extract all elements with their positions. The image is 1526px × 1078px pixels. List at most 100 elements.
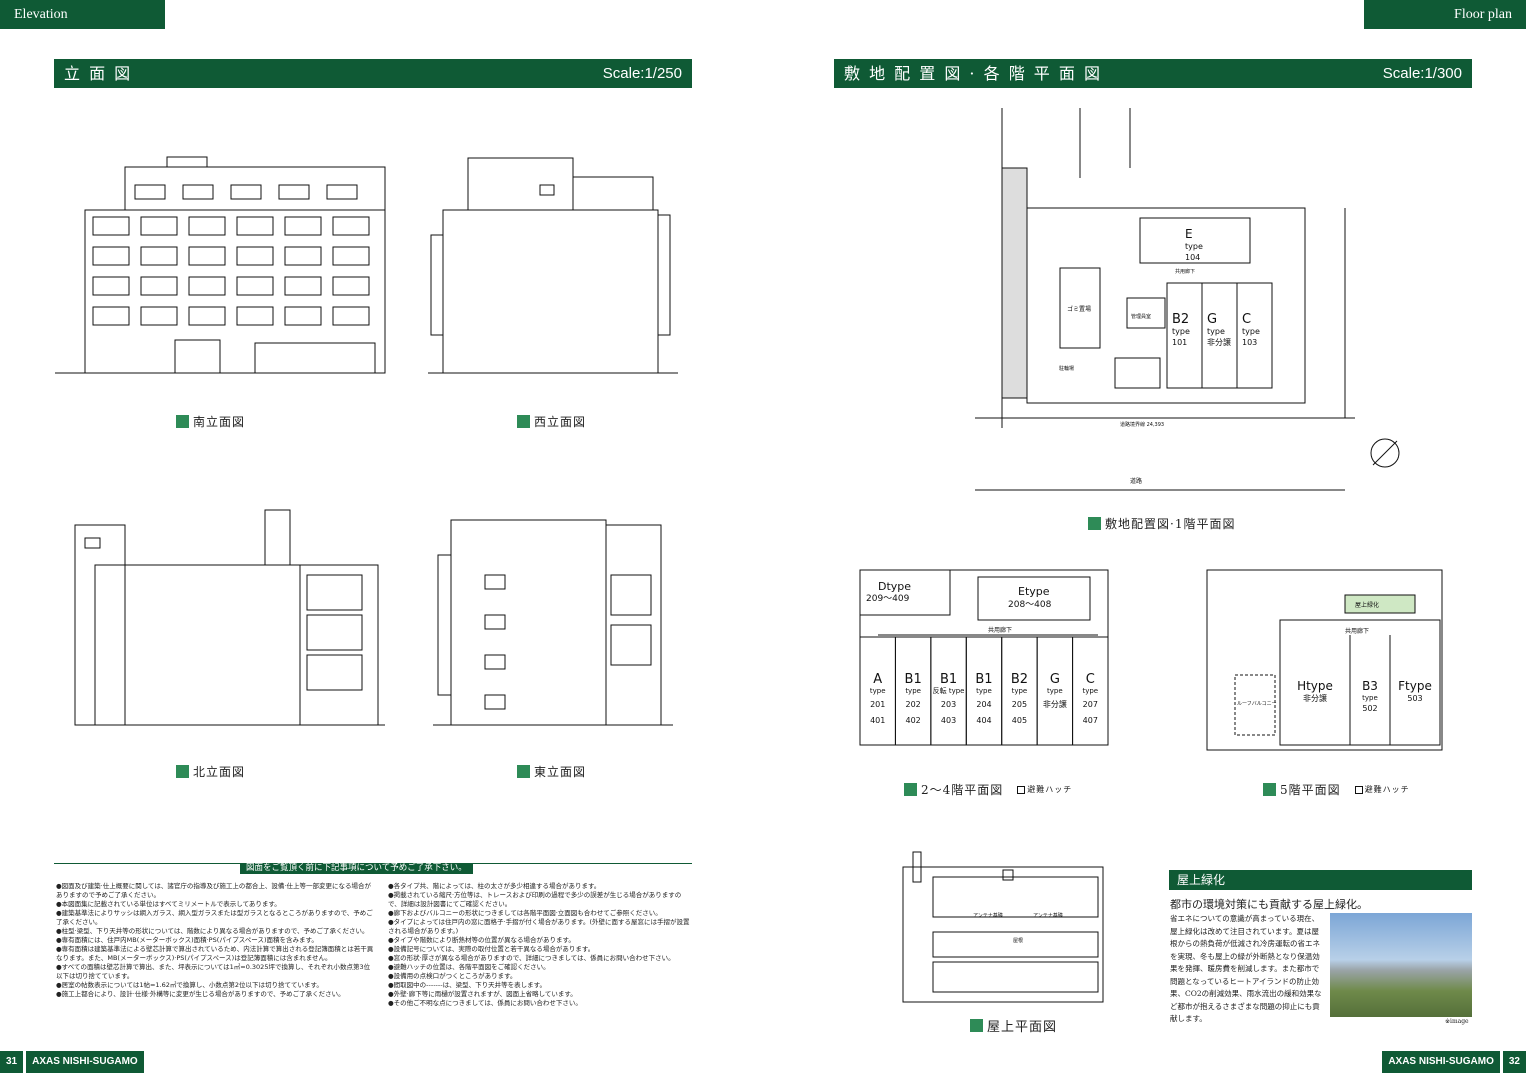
marker-icon <box>904 783 917 796</box>
note-item: ●外壁·廊下等に雨樋が設置されますが、図面上省略しています。 <box>388 990 577 998</box>
floor-plan-tab: Floor plan <box>1364 0 1526 29</box>
note-item: ●すべての面積は壁芯計算で算出、また、坪表示については1㎡=0.3025坪で換算… <box>56 963 371 980</box>
floor24-unit-type: C <box>1086 672 1095 687</box>
green-roof-image <box>1330 913 1472 1017</box>
marker-icon <box>517 415 530 428</box>
note-item: ●本図面集に記載されている単位はすべてミリメートルで表示してあります。 <box>56 900 281 908</box>
roof-antenna-1: アンテナ基礎 <box>973 912 1003 919</box>
caption-floor24: 2～4階平面図 避難ハッチ <box>904 781 1072 798</box>
site-unit-number: 非分譲 <box>1207 337 1231 347</box>
floor5-unit-number: 503 <box>1407 694 1422 703</box>
roof-label: 屋根 <box>1013 937 1023 944</box>
floor24-unit-sub: type <box>1082 687 1098 695</box>
hatch-icon <box>1017 785 1026 794</box>
hatch-legend: 避難ハッチ <box>1017 784 1072 795</box>
site-plan-drawing: 道路 道路境界線 24,393 ゴミ置場 管理員室 駐輪場 共用廊下 Etype… <box>975 108 1400 491</box>
floor24-unit-number: 205 <box>1012 700 1027 709</box>
roof-antenna-2: アンテナ基礎 <box>1033 912 1063 919</box>
floor5-roof-balcony: ルーフバルコニー <box>1237 701 1277 707</box>
floor24-unit-sub: type <box>1012 687 1028 695</box>
site-unit-sub: type <box>1185 242 1203 251</box>
note-item: ●設備記号については、実際の取付位置と若干異なる場合があります。 <box>388 945 595 953</box>
note-item: ●設備用の点検口がつくところがあります。 <box>388 972 517 980</box>
site-unit-type: E <box>1185 227 1193 241</box>
note-item: ●避難ハッチの位置は、各階平面図をご確認ください。 <box>388 963 550 971</box>
roof-plan-drawing: アンテナ基礎 アンテナ基礎 屋根 <box>902 851 1104 1003</box>
site-unit-number: 103 <box>1242 338 1257 347</box>
floor24-unit-number: 207 <box>1083 700 1098 709</box>
site-unit-type: C <box>1242 312 1251 327</box>
floor5-unit-sub: type <box>1362 694 1378 702</box>
green-roof-subheading: 都市の環境対策にも貢献する屋上緑化。 <box>1170 898 1368 911</box>
floor24-unit-type: B1 <box>905 672 922 687</box>
east-elevation-drawing <box>433 519 673 726</box>
marker-icon <box>176 765 189 778</box>
south-elevation-drawing <box>55 156 386 374</box>
note-item: ●各タイプ共、階によっては、柱の太さが多少相違する場合があります。 <box>388 882 601 890</box>
site-corridor: 共用廊下 <box>1175 268 1195 275</box>
floor24-unit-number2: 405 <box>1012 716 1027 725</box>
note-item: ●柱型·梁型、下り天井等の形状については、階数により異なる場合がありますので、予… <box>56 927 369 935</box>
site-unit-number: 104 <box>1185 253 1200 262</box>
floor24-unit-sub: type <box>870 687 886 695</box>
floor24-unit-number2: 407 <box>1083 716 1098 725</box>
floor24-unit-number2: 404 <box>976 716 991 725</box>
note-item: ●タイプや階数により断熱材等の位置が異なる場合があります。 <box>388 936 575 944</box>
green-roof-heading: 屋上緑化 <box>1169 870 1472 890</box>
note-item: ●廊下およびバルコニーの形状につきましては各階平面図·立面図も合わせてご参照くだ… <box>388 909 662 917</box>
note-item: ●タイプによっては住戸内の窓に面格子·手摺が付く場合があります。(外壁に面する屋… <box>388 918 690 935</box>
floor24-unit-number2: 401 <box>870 716 885 725</box>
floor24-unit-sub: type <box>905 687 921 695</box>
note-item: ●掲載されている縮尺·方位等は、トレースおよび印刷の過程で多少の誤差が生じる場合… <box>388 891 682 908</box>
page-number-left: 31 <box>0 1051 24 1073</box>
note-item: ●その他ご不明な点につきましては、係員にお問い合わせ下さい。 <box>388 999 582 1007</box>
floorplan-title: 敷 地 配 置 図 · 各 階 平 面 図 <box>844 64 1102 83</box>
marker-icon <box>1263 783 1276 796</box>
floor5-unit-type: Htype <box>1297 679 1333 693</box>
floor24-unit-number2: 402 <box>906 716 921 725</box>
site-unit-sub: type <box>1207 327 1225 336</box>
floor5-corridor: 共用廊下 <box>1345 627 1369 635</box>
marker-icon <box>970 1019 983 1032</box>
site-road-boundary: 道路境界線 24,393 <box>1120 421 1164 428</box>
unit-d-type: Dtype <box>878 580 911 593</box>
west-elevation-drawing <box>428 157 678 374</box>
note-item: ●建築基準法によりサッシは網入ガラス、網入型ガラスまたは型ガラスとなるところがあ… <box>56 909 373 926</box>
caption-floor5: 5階平面図 避難ハッチ <box>1263 781 1410 798</box>
site-office: 管理員室 <box>1131 313 1151 320</box>
floor24-unit-number: 非分譲 <box>1043 699 1067 709</box>
brand-name-right: AXAS NISHI-SUGAMO <box>1382 1051 1500 1073</box>
caption-south: 南立面図 <box>176 413 245 430</box>
floor24-unit-type: A <box>873 672 882 687</box>
site-unit-type: B2 <box>1172 312 1189 327</box>
floor24-corridor: 共用廊下 <box>988 626 1012 634</box>
floor5-unit-type: B3 <box>1362 679 1378 693</box>
floor5-plan-drawing: 屋上緑化 共用廊下 ルーフバルコニー Htype非分譲B3type502Ftyp… <box>1206 569 1443 751</box>
footer-left: 31 AXAS NISHI-SUGAMO <box>0 1051 144 1073</box>
caption-roof: 屋上平面図 <box>970 1016 1057 1035</box>
notes-right: ●各タイプ共、階によっては、柱の太さが多少相違する場合があります。●掲載されてい… <box>388 882 693 1008</box>
page-number-right: 32 <box>1502 1051 1526 1073</box>
marker-icon <box>1088 517 1101 530</box>
floor5-green-label: 屋上緑化 <box>1355 601 1379 609</box>
floor5-unit-number: 502 <box>1362 704 1377 713</box>
floorplan-scale: Scale:1/300 <box>1382 65 1462 82</box>
hatch-icon <box>1354 785 1363 794</box>
north-elevation-drawing <box>74 509 385 726</box>
floor24-unit-type: G <box>1050 672 1060 687</box>
green-roof-body: 省エネについての意識が高まっている現在、屋上緑化は改めて注目されています。夏は屋… <box>1170 914 1322 1023</box>
unit-e-type: Etype <box>1018 585 1050 598</box>
note-item: ●間取図中の-------は、梁型、下り天井等を表します。 <box>388 981 546 989</box>
floor5-unit-number: 非分譲 <box>1303 693 1327 703</box>
site-unit-number: 101 <box>1172 338 1187 347</box>
unit-d-range: 209～409 <box>866 594 910 604</box>
notes-heading: 図面をご覧頂く前に下記事項について予めご了承下さい。 <box>240 863 473 874</box>
site-unit-type: G <box>1207 312 1217 327</box>
floor24-unit-number: 202 <box>906 700 921 709</box>
caption-east: 東立面図 <box>517 763 586 780</box>
floor24-unit-type: B2 <box>1011 672 1028 687</box>
elevation-header: 立 面 図 Scale:1/250 <box>54 59 692 88</box>
floor24-unit-type: B1 <box>975 672 992 687</box>
note-item: ●施工上都合により、設計·仕様·外構等に変更が生じる場合がありますので、予めご了… <box>56 990 345 998</box>
